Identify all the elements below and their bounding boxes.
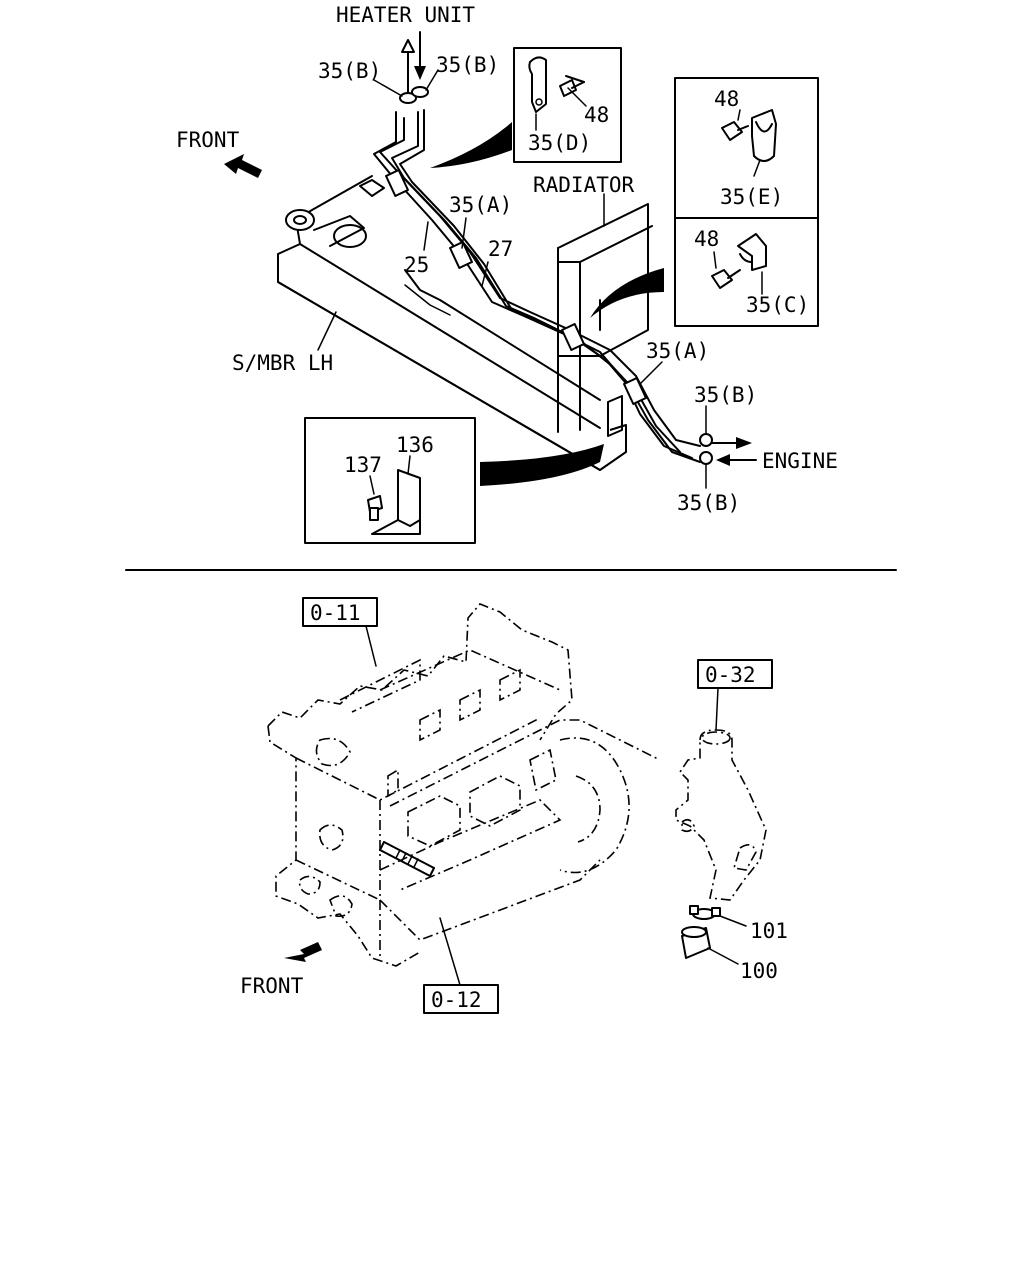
hose-clamp-101 [689,905,721,920]
front-arrow-top-icon [224,154,262,178]
callout-100: 100 [740,959,778,983]
ref-0-12-label: 0-12 [431,988,482,1012]
callout-35b-top-right: 35(B) [436,53,499,77]
ref-box-0-32 [697,659,773,731]
callout-35b-engine-lower: 35(B) [677,491,740,515]
smbr-lh-leader [317,311,337,351]
hose-100 [681,926,711,959]
heater-hose-assembly-view: HEATER UNIT FRONT S/MBR LH [176,3,838,544]
stud-bolts [379,841,435,877]
callout-101-leader [719,915,747,927]
callout-35b-top-left: 35(B) [318,59,381,83]
callout-48-d: 48 [584,103,609,127]
callout-27: 27 [488,237,513,261]
engine-block-view: 101 100 0-11 0-32 0-12 FRONT [240,597,788,1014]
ref-box-0-11 [302,597,378,667]
heater-unit-arrows [401,31,426,96]
callout-100-leader [707,947,739,965]
callout-35e: 35(E) [720,185,783,209]
heater-unit-label: HEATER UNIT [336,3,475,27]
detail-pointers [430,122,664,486]
detail-box-35e-35c [674,77,819,327]
engine-connections [699,433,757,466]
ref-0-32-label: 0-32 [705,663,756,687]
radiator-label: RADIATOR [533,173,635,197]
water-pump-cover [675,729,767,901]
callout-101: 101 [750,919,788,943]
callout-leaders-top [373,69,707,489]
hose-clips [385,86,647,405]
detail-box-136-137 [304,417,476,544]
callout-136: 136 [396,433,434,457]
callout-35a-lower: 35(A) [646,339,709,363]
ref-0-11-label: 0-11 [310,601,361,625]
front-arrow-bottom-icon [284,942,322,962]
front-label-bottom: FRONT [240,974,304,998]
side-member-lh [277,175,627,471]
callout-35c: 35(C) [746,293,809,317]
callout-35d: 35(D) [528,131,591,155]
callout-25: 25 [404,253,429,277]
callout-48-e: 48 [714,87,739,111]
front-label-top: FRONT [176,128,240,152]
callout-35b-engine-upper: 35(B) [694,383,757,407]
ref-box-0-12 [423,917,499,1014]
engine-label: ENGINE [762,449,838,473]
heater-hoses [373,109,701,463]
callout-35a-upper: 35(A) [449,193,512,217]
detail-box-35d [513,47,622,163]
smbr-lh-label: S/MBR LH [232,351,333,375]
callout-137: 137 [344,453,382,477]
callout-48-c: 48 [694,227,719,251]
cylinder-block [267,603,661,967]
